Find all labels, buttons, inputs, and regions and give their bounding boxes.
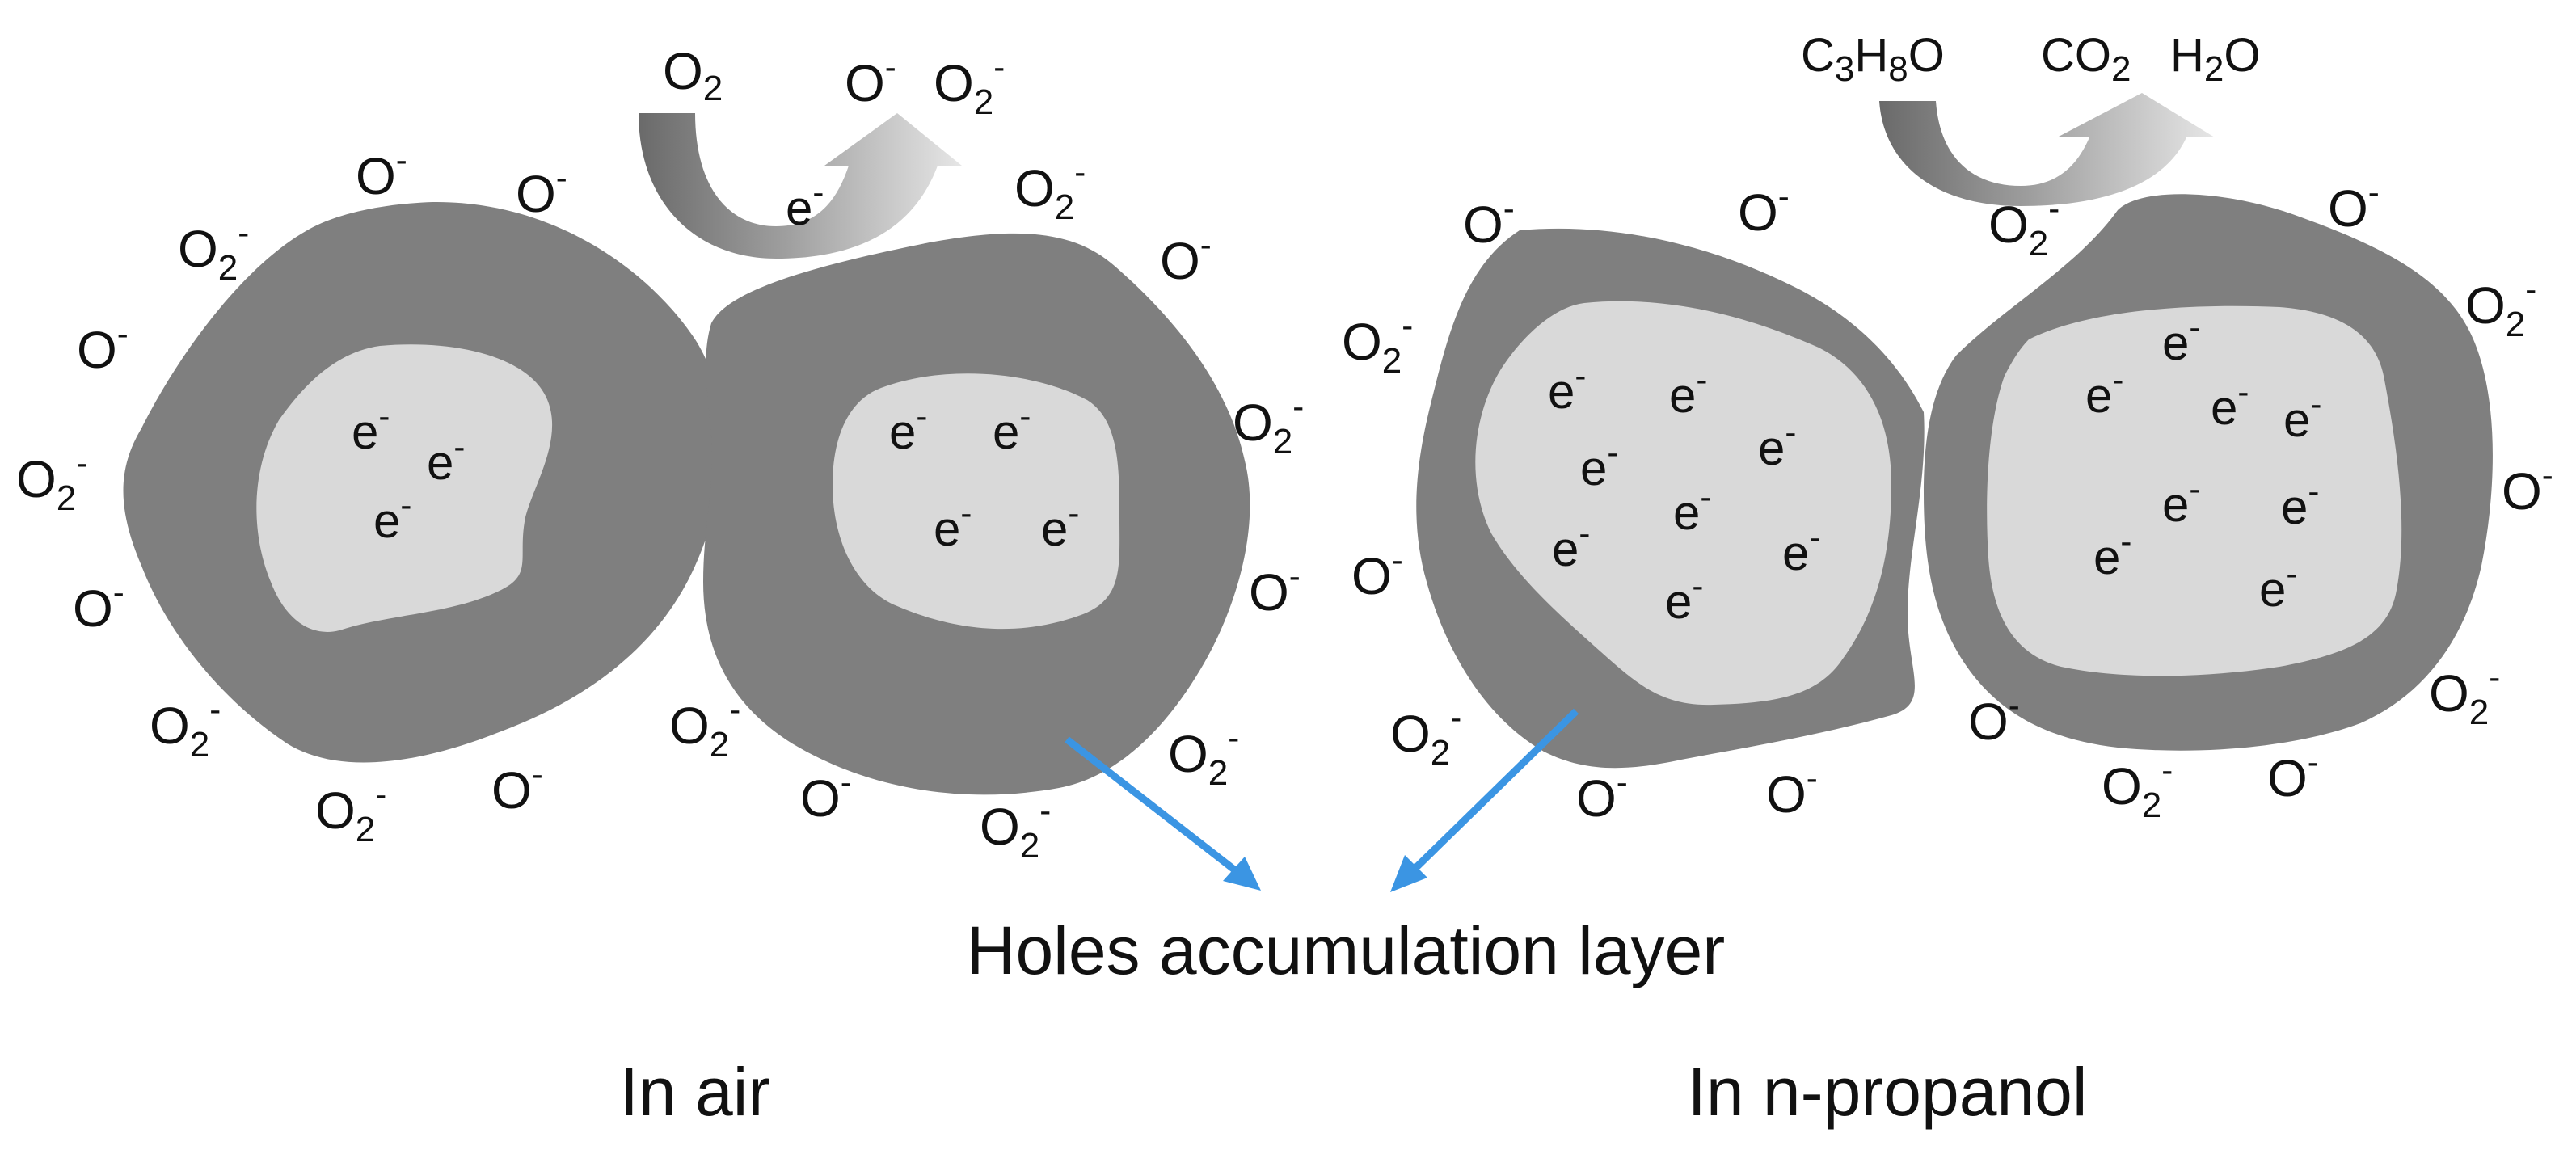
electron: e- [1665,567,1703,629]
o2-minus-ion: O2- [1168,718,1239,793]
electron: e- [2283,385,2321,447]
o-minus-ion: O- [356,141,407,205]
o-minus-ion: O- [73,573,124,638]
electron: e- [1782,518,1820,580]
electron: e- [2162,470,2200,532]
electron: e- [1548,356,1586,419]
o2-reactant-label: O2 [663,42,723,108]
o-minus-ion: O- [1766,759,1818,824]
curved-arrow-icon [1879,93,2215,206]
o-minus-ion: O- [1160,225,1212,290]
electron: e- [1041,494,1079,556]
blue-pointer-arrow-icon [1223,857,1261,891]
o-minus-ion: O- [1351,541,1403,605]
particle-air-left [123,201,723,763]
core [833,373,1120,630]
o-minus-ion: O- [2502,456,2553,520]
electron: e- [2211,373,2249,435]
electron: e- [1580,433,1618,495]
electron: e- [1552,514,1590,576]
core [1475,301,1891,706]
o-minus-ion: O- [1968,686,2020,751]
o-minus-ion: O- [516,158,567,223]
o-minus-ion: O- [77,314,129,379]
holes-arrows [1065,708,1579,892]
electron: e- [934,494,972,556]
electron: e- [889,397,927,459]
electron: e- [427,428,465,490]
electron: e- [993,397,1031,459]
o2-minus-ion: O2- [150,690,221,765]
o-minus-ion: O- [1576,763,1628,828]
particle-air-right [703,233,1250,795]
core [1987,305,2402,676]
o2-minus-ion: O2- [980,791,1051,866]
in-propanol-panel [1416,93,2493,769]
in-propanol-caption: In n-propanol [1687,1054,2087,1130]
core [256,344,553,632]
o2-minus-ion: O2- [1342,306,1413,381]
blue-pointer-arrow-icon [1399,708,1579,884]
o2-minus-product-label: O2- [934,48,1005,122]
o-minus-ion: O- [2328,173,2380,238]
o2-minus-ion: O2- [669,690,740,765]
electron: e- [2281,472,2319,534]
o2-minus-ion: O2- [2102,751,2173,825]
particle-prop-right [1924,194,2493,751]
electron: e- [2162,308,2200,370]
o2-minus-ion: O2- [2465,270,2536,344]
o-minus-ion: O- [800,763,852,828]
electron: e- [373,486,411,548]
blue-pointer-arrow-icon [1065,736,1251,884]
o-minus-ion: O- [491,755,543,819]
particle-prop-left [1416,228,1925,769]
h2o-product-label: H2O [2170,29,2261,89]
in-air-caption: In air [620,1054,771,1130]
electron-transfer-label: e- [786,173,824,235]
electron: e- [1758,413,1796,475]
o2-minus-ion: O2- [1988,189,2060,263]
o2-minus-ion: O2- [2429,658,2500,732]
o-minus-product-label: O- [845,48,896,112]
electron: e- [1673,478,1711,540]
o2-minus-ion: O2- [178,213,249,288]
electron: e- [1669,360,1707,423]
in-air-panel [123,113,1250,795]
electron: e- [2093,522,2131,584]
o-minus-ion: O- [1249,557,1301,621]
blue-pointer-arrow-icon [1390,855,1427,892]
curved-arrow-icon [639,113,962,259]
electron: e- [2259,554,2297,617]
o2-minus-ion: O2- [1390,698,1461,773]
o-minus-ion: O- [1463,189,1515,254]
o2-minus-ion: O2- [1014,153,1086,227]
co2-product-label: CO2 [2041,29,2131,89]
holes-layer-caption: Holes accumulation layer [967,912,1725,988]
o2-minus-ion: O2- [315,775,386,849]
o2-minus-ion: O2- [16,444,87,518]
o-minus-ion: O- [2267,743,2319,807]
propanol-reactant-label: C3H8O [1801,29,1945,89]
o2-minus-ion: O2- [1233,387,1304,461]
electron: e- [2085,360,2123,423]
adsorbed-ions: O- O- O2- O- O2- O- O2- O2- O- O2- O- O2- O- O2- O2- O-… [16,141,2553,866]
electron: e- [352,397,390,459]
free-electrons: e-e-e-e-e-e-e-e-e-e-e-e-e-e-e-e-e-e-e-e-… [352,308,2321,629]
o-minus-ion: O- [1738,177,1790,242]
